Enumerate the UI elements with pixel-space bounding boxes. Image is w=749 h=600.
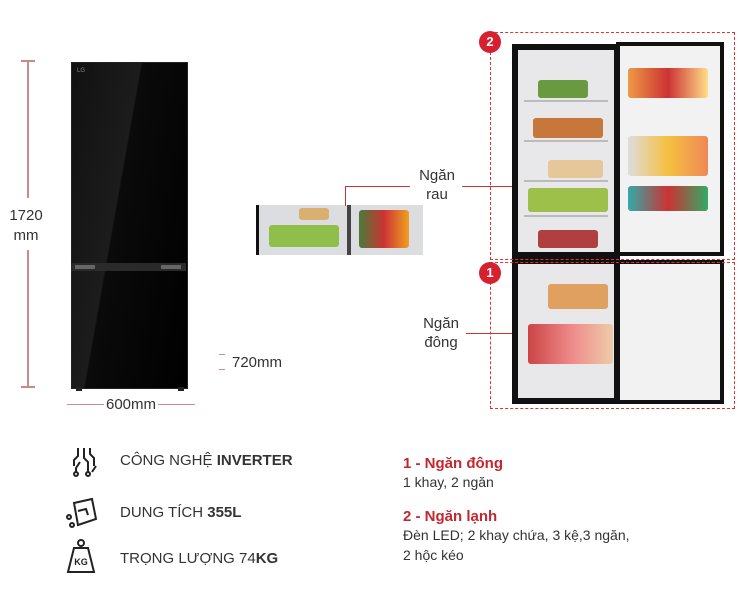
fridge-zone-box: [490, 32, 735, 260]
fridge-closed-image: [71, 62, 188, 389]
handle: [75, 265, 95, 269]
compartment-title: 1 - Ngăn đông: [403, 455, 503, 472]
freezer-door-image: [616, 260, 724, 404]
compartment-title: 2 - Ngăn lạnh: [403, 508, 498, 525]
height-dimension-line-lower: [27, 250, 29, 387]
fridge-door-image: [616, 42, 724, 256]
door-gap: [71, 263, 186, 271]
pointer-line: [345, 186, 410, 187]
pointer-line: [466, 333, 536, 334]
fridge-compartment-image: [512, 44, 620, 258]
handle: [161, 265, 181, 269]
compartment-desc: 1 khay, 2 ngăn: [403, 474, 494, 490]
dim-tick: [21, 386, 35, 388]
lg-logo: LG: [77, 68, 86, 74]
compartment-desc: Đèn LED; 2 khay chứa, 3 kệ,3 ngăn,: [403, 527, 630, 543]
vegetable-drawer-inset: [256, 205, 423, 255]
width-label: 600mm: [104, 396, 159, 413]
pointer-line: [462, 186, 534, 187]
feature-weight: TRỌNG LƯỢNG 74KG: [120, 550, 279, 567]
drawer-dim-icon: [219, 354, 225, 370]
badge-freezer: 1: [479, 262, 501, 284]
freezer-zone-box: [490, 262, 735, 409]
compartment-freezer: 1 - Ngăn đông 1 khay, 2 ngăn: [403, 455, 503, 492]
weight-kg-icon: KG: [66, 538, 96, 574]
capacity-icon: [64, 497, 100, 529]
compartment-fridge: 2 - Ngăn lạnh Đèn LED; 2 khay chứa, 3 kệ…: [403, 508, 630, 565]
drawer-label: 720mm: [232, 354, 283, 371]
height-dimension-line: [27, 61, 29, 198]
feature-inverter: CÔNG NGHỆ INVERTER: [120, 452, 293, 469]
dim-tick: [21, 60, 35, 62]
badge-fridge: 2: [479, 31, 501, 53]
svg-text:KG: KG: [74, 557, 88, 567]
inverter-chip-icon: [70, 446, 102, 478]
feature-capacity: DUNG TÍCH 355L: [120, 504, 242, 521]
compartment-desc: 2 hộc kéo: [403, 547, 464, 563]
pointer-line: [345, 186, 346, 206]
foot: [178, 387, 184, 391]
foot: [76, 387, 82, 391]
